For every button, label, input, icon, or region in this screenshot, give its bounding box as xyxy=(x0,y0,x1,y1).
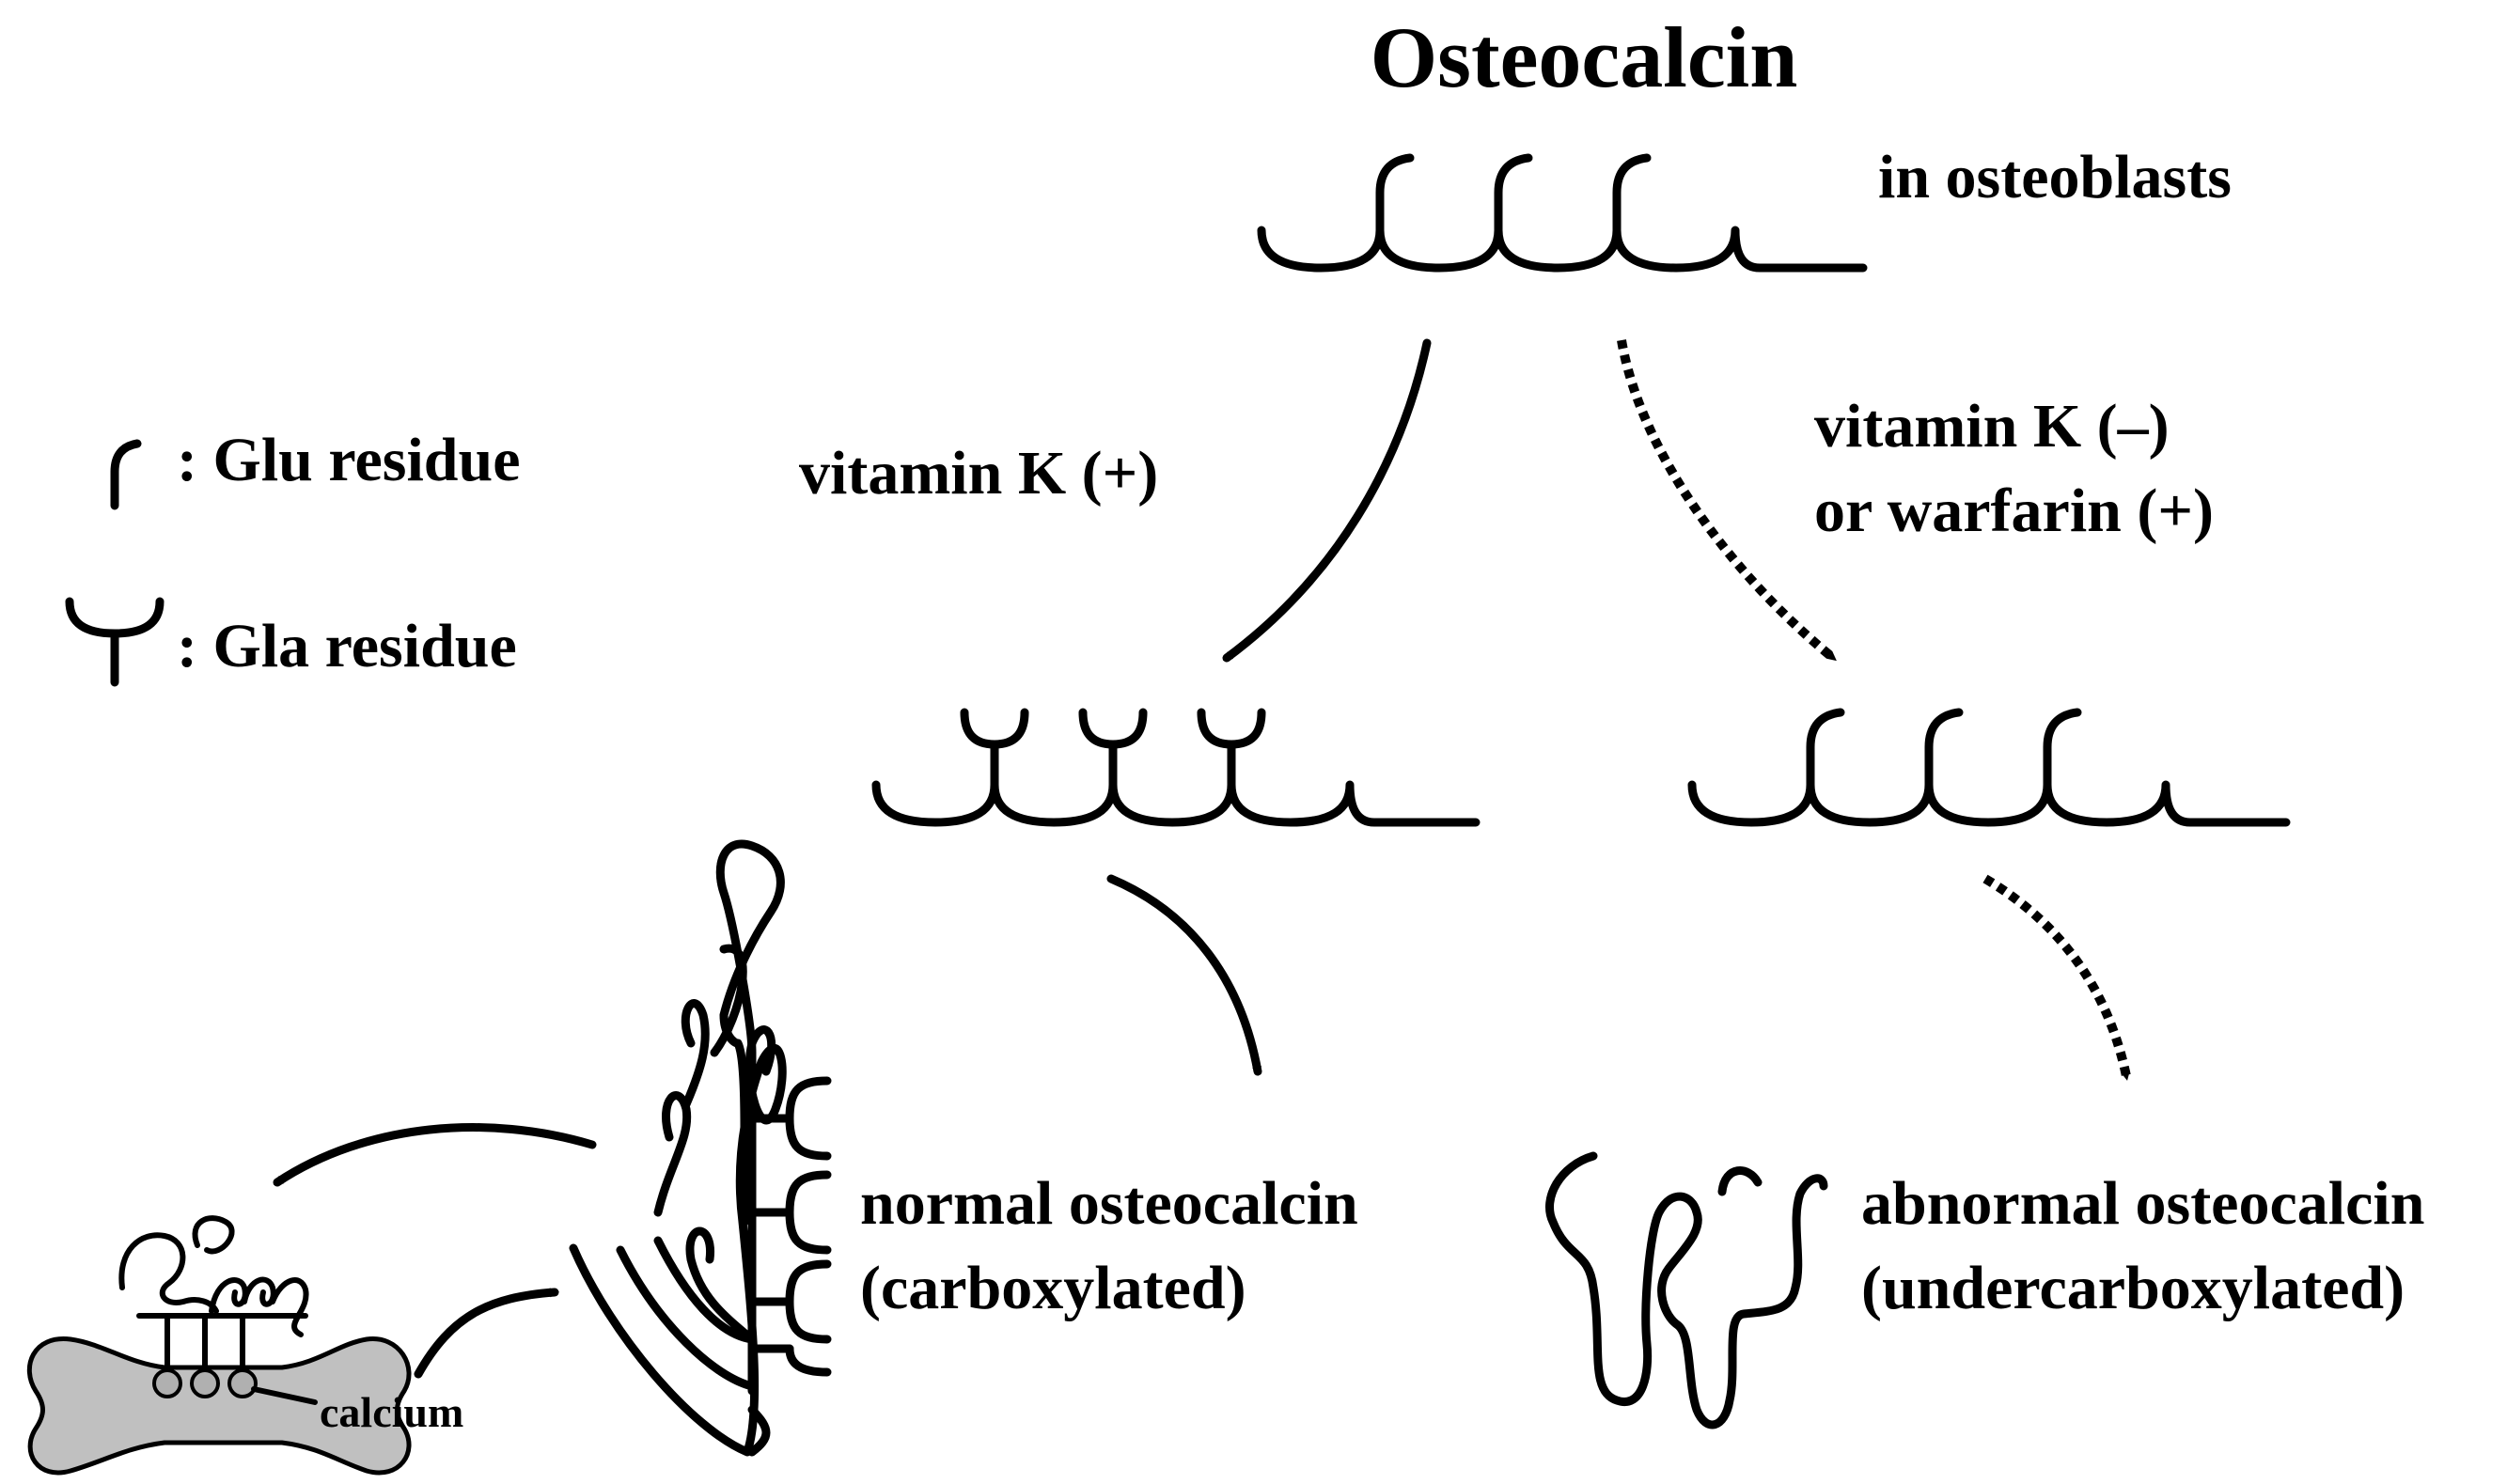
arrow-to-abnormal xyxy=(1982,874,2131,1081)
label-undercarboxylated: (undercarboxylated) xyxy=(1861,1254,2405,1322)
legend-glu-label: : Glu residue xyxy=(177,426,520,494)
calcium-ion xyxy=(227,1368,258,1398)
legend: : Glu residue : Gla residue xyxy=(65,426,520,687)
normal-osteocalcin-structure xyxy=(569,839,832,1457)
diagram-title: Osteocalcin xyxy=(1371,9,1798,105)
label-normal-osteocalcin: normal osteocalcin xyxy=(860,1169,1358,1238)
label-vitamin-k-minus: vitamin K (–) xyxy=(1814,392,2170,461)
label-or-warfarin-plus: or warfarin (+) xyxy=(1814,476,2214,545)
gla-residue-icon xyxy=(65,597,165,687)
calcium-ion xyxy=(152,1368,182,1398)
bone-shape xyxy=(26,1336,412,1476)
arrow-undercarboxylation xyxy=(1617,339,1837,662)
label-vitamin-k-plus: vitamin K (+) xyxy=(799,439,1158,508)
label-carboxylated: (carboxylated) xyxy=(860,1254,1246,1322)
legend-gla-label: : Gla residue xyxy=(177,612,517,680)
osteocalcin-chain-osteoblasts xyxy=(1257,153,1868,273)
arrow-to-bone xyxy=(273,1123,597,1187)
abnormal-osteocalcin-structure xyxy=(1545,1151,1828,1429)
label-calcium: calcium xyxy=(320,1388,463,1436)
glu-residue-icon xyxy=(110,439,142,510)
calcium-ion xyxy=(190,1368,220,1398)
calcium-pointer xyxy=(251,1386,318,1405)
carboxylated-chain xyxy=(871,708,1481,827)
label-abnormal-osteocalcin: abnormal osteocalcin xyxy=(1861,1169,2424,1238)
bone-with-osteocalcin: calcium xyxy=(26,1215,463,1476)
undercarboxylated-chain xyxy=(1687,708,2291,827)
label-in-osteoblasts: in osteoblasts xyxy=(1878,143,2232,211)
arrow-to-normal xyxy=(1106,874,1262,1076)
arrow-carboxylation xyxy=(1222,338,1432,663)
arrow-from-bone xyxy=(414,1288,559,1379)
